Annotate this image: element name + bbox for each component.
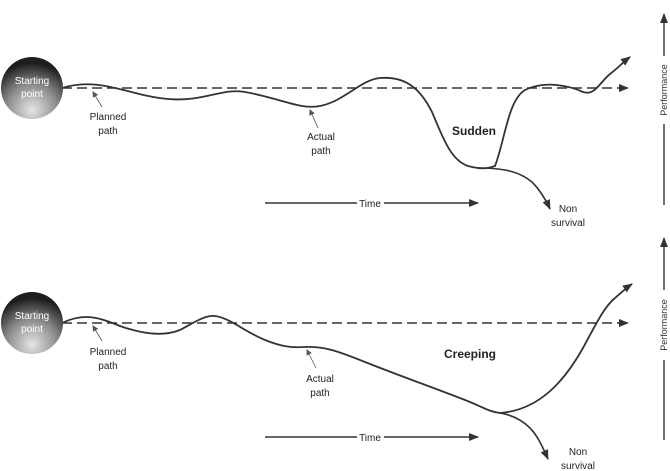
actual-path-label-2: path [311,146,330,157]
planned-path-label-2: path [98,126,117,137]
actual-path-label-2: path [310,388,329,399]
actual-path-pointer [309,109,319,129]
time-label: Time [359,433,381,444]
actual-path-line [61,56,631,170]
planned-path-pointer [92,91,103,108]
planned-path-pointer [92,325,103,342]
actual-path-line [61,283,633,414]
non-survival-label-1: Non [569,447,587,458]
actual-path-label-1: Actual [307,132,335,143]
non-survival-path [499,412,549,460]
starting-point-circle [1,292,63,354]
type-label-sudden: Sudden [452,124,496,138]
starting-point-label-1: Starting [15,311,49,322]
planned-path-label-1: Planned [90,112,127,123]
performance-label: Performance [659,64,669,116]
planned-path-label-1: Planned [90,347,127,358]
performance-label: Performance [659,299,669,351]
starting-point-circle [1,57,63,119]
time-label: Time [359,199,381,210]
panel-creeping: Starting point Planned path Actual path … [1,237,669,471]
panel-sudden: Starting point Planned path Actual path … [1,13,669,229]
planned-path-label-2: path [98,361,117,372]
non-survival-label-2: survival [551,218,585,229]
non-survival-label-2: survival [561,461,595,471]
starting-point-label-1: Starting [15,76,49,87]
actual-path-label-1: Actual [306,374,334,385]
actual-path-pointer [306,349,317,369]
type-label-creeping: Creeping [444,347,496,361]
non-survival-path [477,167,551,210]
non-survival-label-1: Non [559,204,577,215]
starting-point-label-2: point [21,324,43,335]
starting-point-label-2: point [21,89,43,100]
